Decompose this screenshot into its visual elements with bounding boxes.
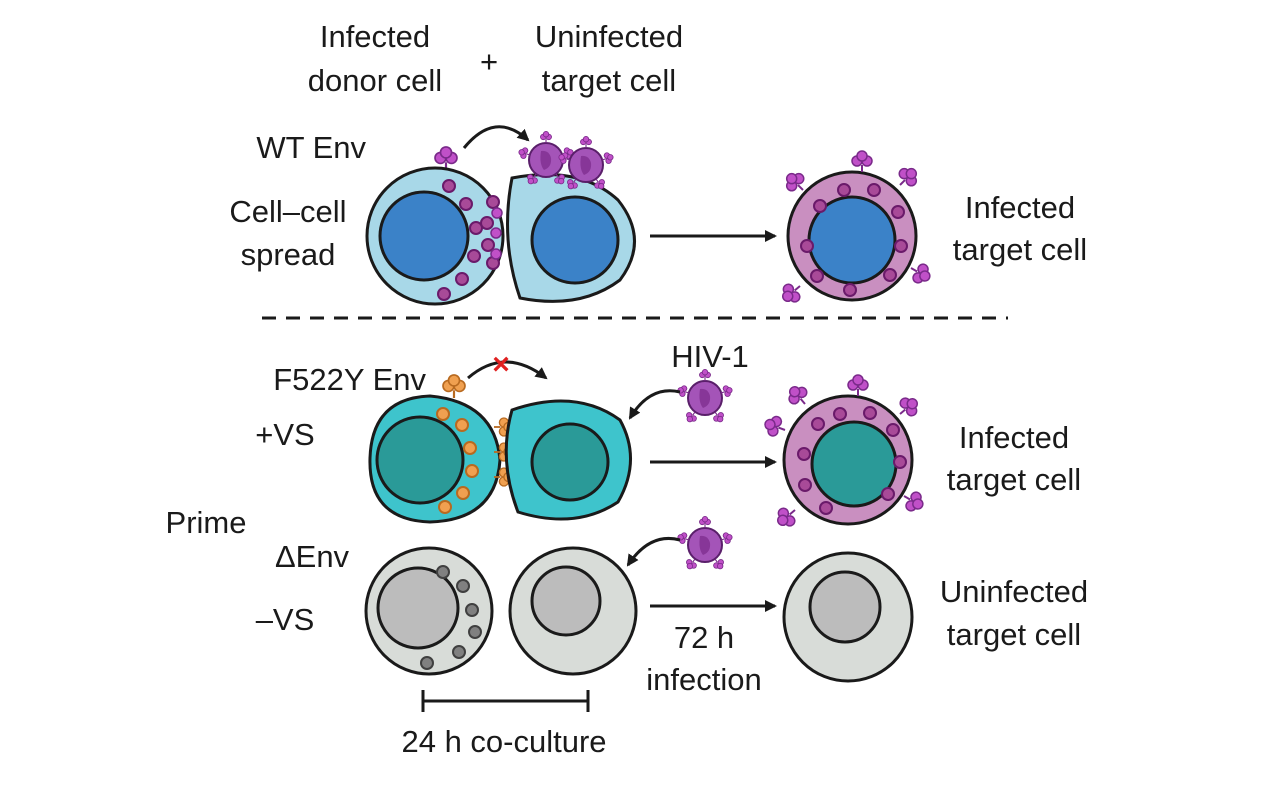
infected-donor-cell: [365, 166, 505, 306]
transfer-arrow: [462, 125, 530, 149]
f522y-donor-cell: [368, 394, 502, 524]
bottom-result1-line1: Infected: [959, 420, 1069, 455]
coculture-bracket: [421, 690, 590, 712]
infected-target-cell-top: [776, 150, 936, 309]
time-label-line1: 72 h: [674, 620, 734, 655]
block-mark: ×: [492, 348, 510, 381]
bottom-result1-line2: target cell: [947, 462, 1081, 497]
uninfected-target-cell-result: [782, 551, 914, 683]
hiv1-virion-icon: [676, 369, 733, 424]
delta-env-target-cell: [508, 546, 638, 676]
target-label-line2: target cell: [542, 63, 676, 98]
vs-minus-label: –VS: [256, 602, 315, 637]
donor-label-line2: donor cell: [308, 63, 442, 98]
virus-entry-arrow-2: [626, 536, 681, 567]
bottom-result2-line2: target cell: [947, 617, 1081, 652]
delta-env-donor-cell: [364, 546, 494, 676]
f522y-target-cell: [504, 399, 632, 521]
blocked-transfer-arrow: [467, 360, 548, 380]
cell-cell-label-line1: Cell–cell: [229, 194, 346, 229]
f522y-env-label: F522Y Env: [273, 362, 426, 397]
top-result-line2: target cell: [953, 232, 1087, 267]
f522y-env-spike-icon: [441, 373, 467, 400]
hiv1-label: HIV-1: [671, 339, 749, 374]
plus-sign: +: [480, 44, 498, 79]
uninfected-target-cell: [506, 172, 636, 303]
cell-cell-label-line2: spread: [241, 237, 336, 272]
infected-target-cell-bottom: [760, 374, 929, 533]
donor-label-line1: Infected: [320, 19, 430, 54]
vs-plus-label: +VS: [255, 417, 314, 452]
wt-env-spike-icon: [433, 145, 459, 172]
virus-entry-arrow: [628, 389, 681, 420]
wt-env-label: WT Env: [256, 130, 366, 165]
coculture-label: 24 h co-culture: [401, 724, 606, 759]
time-label-line2: infection: [646, 662, 761, 697]
hiv1-virion-icon-2: [676, 516, 733, 571]
bottom-result2-line1: Uninfected: [940, 574, 1088, 609]
synapse-spikes: [480, 195, 503, 270]
prime-label: Prime: [166, 505, 247, 540]
top-result-line1: Infected: [965, 190, 1075, 225]
target-label-line1: Uninfected: [535, 19, 683, 54]
delta-env-label: ΔEnv: [275, 539, 350, 574]
